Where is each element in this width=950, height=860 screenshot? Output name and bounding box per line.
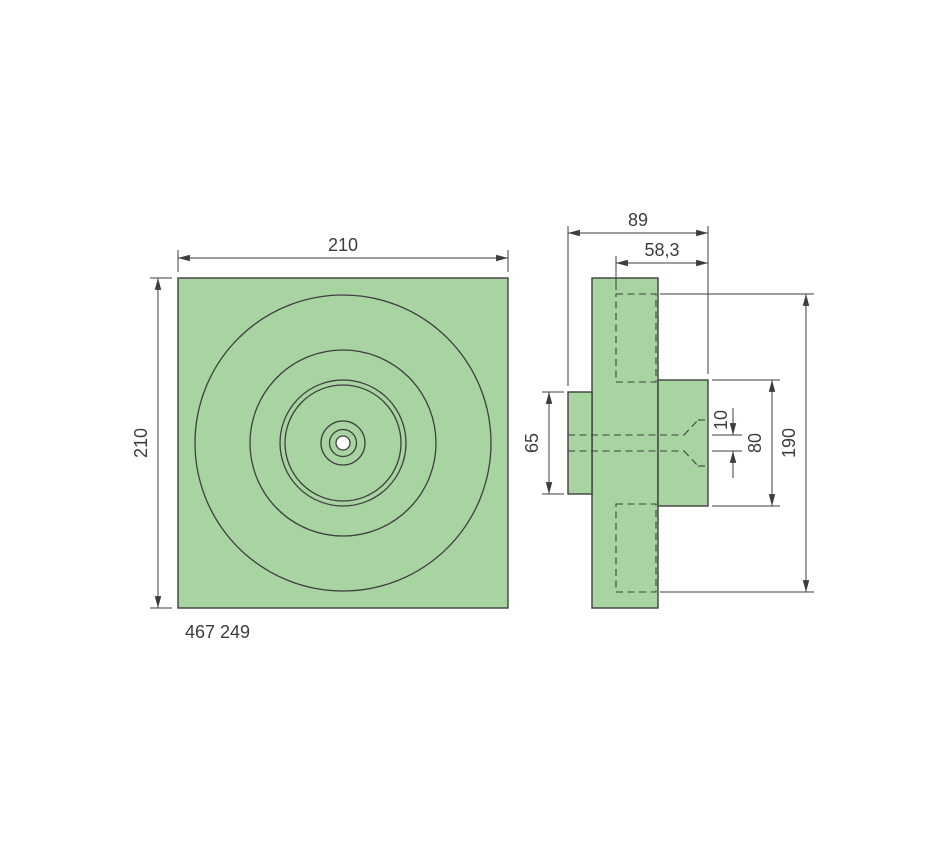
dim-side-hub-height-label: 65 — [522, 433, 542, 453]
dim-side-boss-height-label: 80 — [745, 433, 765, 453]
dim-side-counterbore-depth: 58,3 — [615, 240, 708, 290]
side-boss — [657, 379, 709, 507]
hidden-features — [568, 293, 708, 593]
front-circle-boss-chamfer — [284, 384, 402, 502]
dim-side-recess-height-label: 190 — [779, 428, 799, 458]
dim-side-depth: 89 — [567, 210, 709, 386]
front-circle-recess — [194, 294, 492, 592]
front-view: 210 210 467 249 — [131, 235, 509, 642]
dim-side-recess-height: 190 — [660, 293, 814, 593]
front-circle-boss-outer — [279, 379, 407, 507]
dim-side-boss-height: 80 — [712, 379, 780, 507]
front-circle-step — [249, 349, 437, 537]
hidden-top-recess — [615, 293, 657, 383]
front-center-bore — [335, 435, 351, 451]
side-plate — [591, 277, 659, 609]
dim-side-bore: 10 — [711, 408, 742, 478]
dim-side-hub-height: 65 — [522, 391, 564, 495]
dim-side-bore-label: 10 — [711, 410, 731, 430]
dim-front-height-label: 210 — [131, 428, 151, 458]
front-circle-countersink-outer — [320, 420, 366, 466]
hidden-countersink-top — [683, 419, 699, 436]
hidden-bottom-recess — [615, 503, 657, 593]
side-view: 89 58,3 65 10 80 — [522, 210, 814, 609]
dim-front-width: 210 — [177, 235, 509, 272]
hidden-countersink-bottom — [683, 450, 699, 467]
dim-side-counterbore-depth-label: 58,3 — [644, 240, 679, 260]
dim-side-depth-label: 89 — [628, 210, 648, 230]
dim-front-width-label: 210 — [328, 235, 358, 255]
front-circle-countersink-inner — [328, 428, 358, 458]
part-number: 467 249 — [185, 622, 250, 642]
dim-front-height: 210 — [131, 277, 172, 609]
side-hub — [567, 391, 593, 495]
